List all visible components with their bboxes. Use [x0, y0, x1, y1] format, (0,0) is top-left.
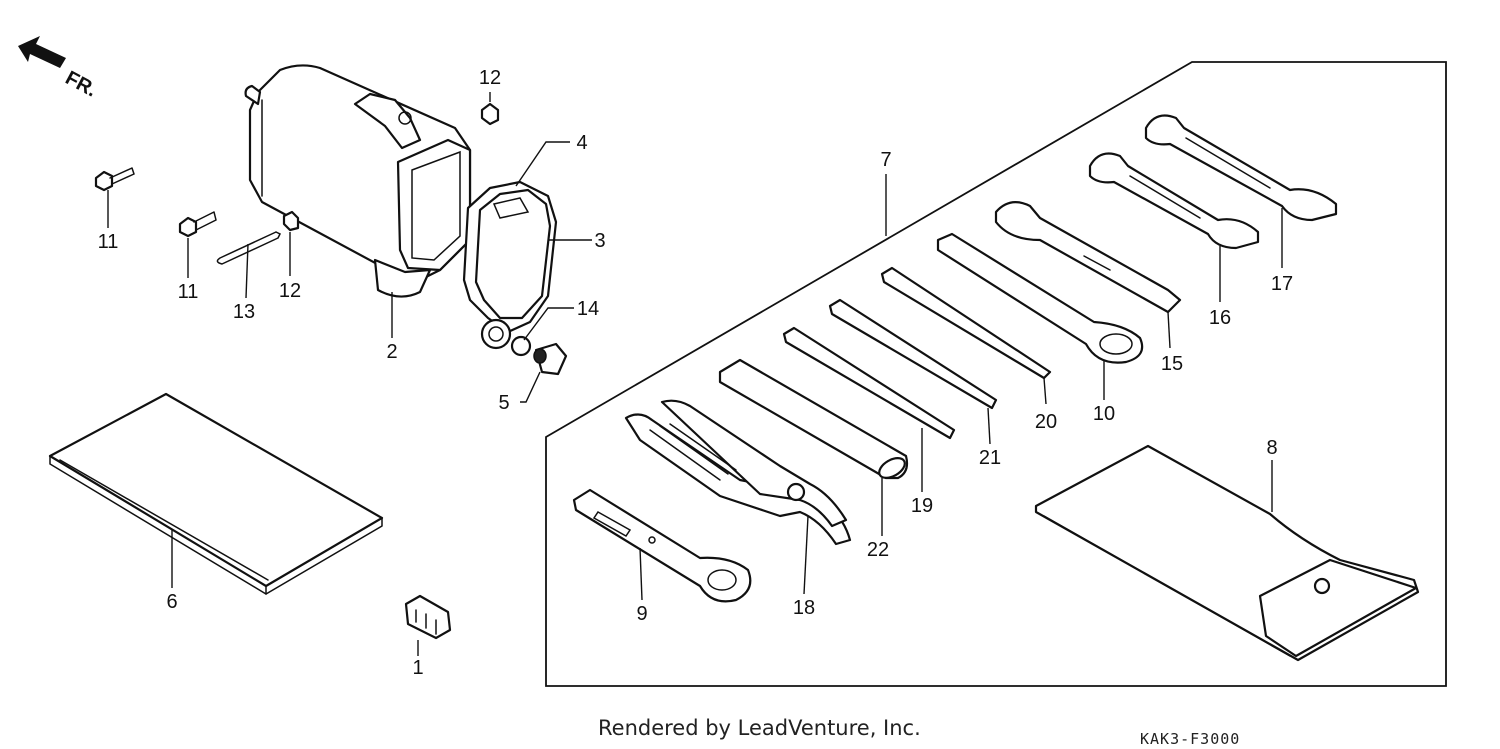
- diagram-code: KAK3-F3000: [1140, 730, 1241, 748]
- callout-21: 21: [979, 447, 1001, 469]
- tool-bag: [1034, 444, 1420, 662]
- clip: [404, 594, 452, 640]
- callout-22: 22: [867, 539, 889, 561]
- callout-5: 5: [498, 392, 509, 414]
- nut-lower: [282, 210, 300, 232]
- open-end-wrench-17: [1144, 114, 1338, 222]
- box-lid: [474, 188, 552, 350]
- owners-manual: [48, 392, 384, 595]
- callout-9: 9: [636, 603, 647, 625]
- spark-plug-wrench: [572, 488, 752, 603]
- grommet: [510, 335, 532, 357]
- render-credit: Rendered by LeadVenture, Inc.: [598, 716, 921, 740]
- tool-box: [244, 64, 472, 298]
- callout-7: 7: [880, 149, 891, 171]
- front-direction-arrow: FR.: [18, 36, 100, 102]
- callout-4: 4: [576, 132, 587, 154]
- screwdriver-blade-19: [782, 326, 956, 440]
- callout-12-top: 12: [479, 67, 501, 89]
- callout-8: 8: [1266, 437, 1277, 459]
- box-fastener: [533, 342, 568, 376]
- callout-2: 2: [386, 341, 397, 363]
- callout-11-upper: 11: [98, 231, 119, 253]
- callout-14: 14: [577, 298, 599, 320]
- screwdriver-blade-21: [828, 298, 998, 410]
- tool-kit-frame: [545, 61, 1447, 687]
- callout-18: 18: [793, 597, 815, 619]
- open-end-wrench-16: [1088, 152, 1260, 250]
- callout-17: 17: [1271, 273, 1293, 295]
- retaining-pin: [216, 231, 282, 265]
- callout-12-lower: 12: [279, 280, 301, 302]
- callout-11-lower: 11: [178, 281, 199, 303]
- callout-1: 1: [412, 657, 423, 679]
- callout-15: 15: [1161, 353, 1183, 375]
- leader-lines: [107, 92, 1283, 656]
- callout-numbers: 1 2 3 4 5 6 7 8 9 10 11 11 12 12 13 14 1…: [98, 67, 1294, 679]
- bolt-upper: [94, 167, 135, 192]
- front-direction-label: FR.: [62, 67, 101, 102]
- pliers: [624, 399, 852, 546]
- callout-3: 3: [594, 230, 605, 252]
- callout-16: 16: [1209, 307, 1231, 329]
- callout-10: 10: [1093, 403, 1115, 425]
- ring-wrench: [936, 232, 1144, 364]
- combination-wrench: [994, 201, 1182, 314]
- callout-13: 13: [233, 301, 255, 323]
- callout-19: 19: [911, 495, 933, 517]
- callout-6: 6: [166, 591, 177, 613]
- nut-top: [480, 102, 500, 126]
- screwdriver-handle: [718, 358, 909, 480]
- callout-20: 20: [1035, 411, 1057, 433]
- screwdriver-blade-20: [880, 266, 1052, 380]
- bolt-lower: [178, 211, 217, 238]
